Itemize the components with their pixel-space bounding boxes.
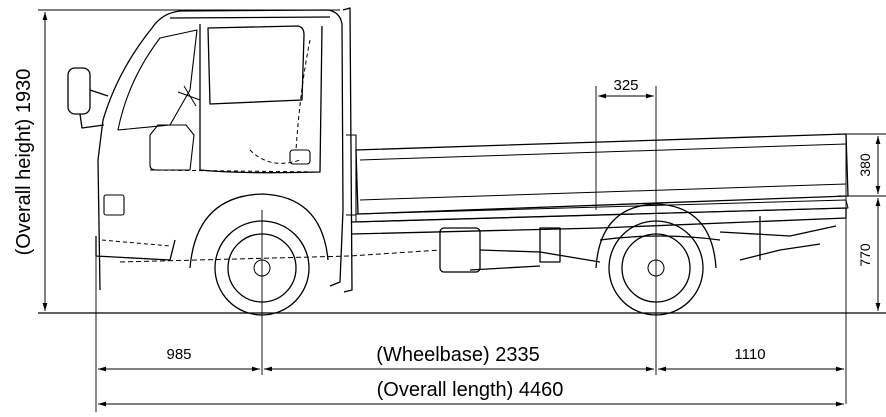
deck-rib-2 xyxy=(359,183,847,201)
deck-rib-1 xyxy=(359,143,847,161)
deck-height-label: 380 xyxy=(857,153,873,177)
deck-floor xyxy=(355,199,849,223)
overall-height-label: (Overall height) 1930 xyxy=(13,69,35,256)
dimension-lines xyxy=(38,9,886,412)
windshield xyxy=(117,29,198,131)
front-bumper xyxy=(95,236,176,261)
front-overhang-label: 985 xyxy=(166,346,191,363)
front-grille-dashed xyxy=(101,239,171,247)
headlight xyxy=(103,194,125,216)
underbody-dashed xyxy=(119,249,441,263)
rear-overhang-label: 1110 xyxy=(734,346,765,363)
side-mirror xyxy=(67,67,91,115)
rear-frame-parts xyxy=(719,216,837,261)
cab-interior-dashed xyxy=(249,39,311,164)
door-handle xyxy=(289,149,311,165)
fuel-tank xyxy=(439,227,481,273)
overall-length-label: (Overall length) 4460 xyxy=(377,379,564,401)
truck-illustration xyxy=(67,7,849,316)
quarter-window xyxy=(149,124,195,171)
headboard-tube xyxy=(346,134,357,216)
cab-roof-line xyxy=(169,16,331,19)
door-window xyxy=(207,25,305,105)
rear-spring xyxy=(599,235,721,241)
mirror-arm xyxy=(79,89,109,129)
front-wheel-arch xyxy=(189,193,329,269)
drivetrain xyxy=(469,227,601,271)
headboard-post xyxy=(342,7,353,293)
wheelbase-label: (Wheelbase) 2335 xyxy=(376,344,539,366)
steering-wheel xyxy=(177,85,201,107)
frame-height-label: 770 xyxy=(857,243,873,267)
cab-body xyxy=(97,9,344,291)
rear-axle-offset-label: 325 xyxy=(613,77,638,94)
